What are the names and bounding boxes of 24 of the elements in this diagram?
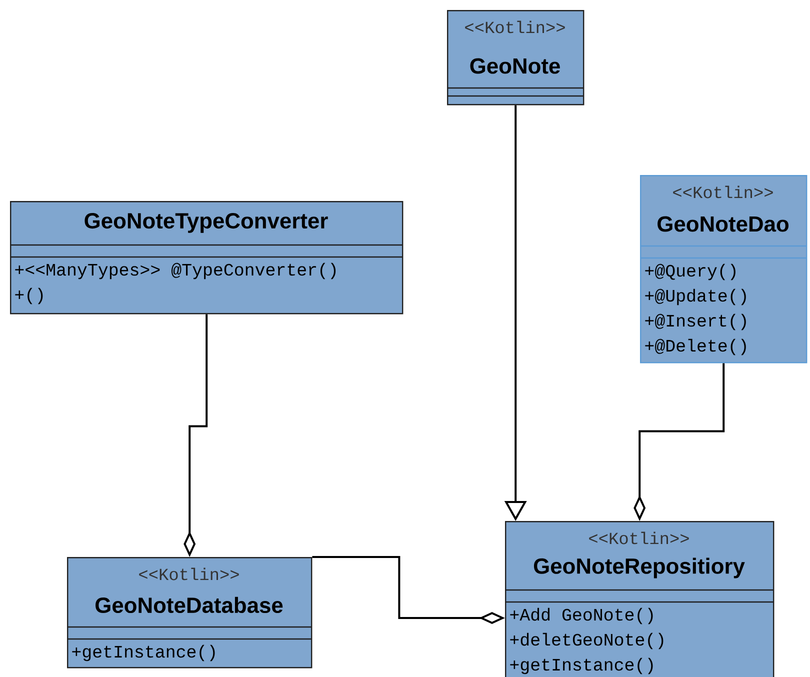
stereotype-label: <<Kotlin>> bbox=[589, 532, 689, 544]
method-text: +getInstance() bbox=[510, 658, 653, 674]
stereotype-label: <<Kotlin>> bbox=[139, 568, 239, 580]
class-box bbox=[447, 10, 584, 106]
class-box bbox=[10, 201, 404, 314]
stereotype-label: <<Kotlin>> bbox=[673, 186, 773, 198]
method-text: +@Query() bbox=[645, 264, 736, 280]
method-text: +@Update() bbox=[645, 288, 746, 306]
class-name: GeoNoteDao bbox=[658, 216, 788, 232]
class-box bbox=[640, 175, 808, 364]
class-name: GeoNote bbox=[470, 58, 560, 74]
method-text: +getInstance() bbox=[72, 644, 215, 662]
class-box bbox=[505, 521, 774, 677]
stereotype-label: <<Kotlin>> bbox=[465, 20, 565, 34]
method-text: +@Insert() bbox=[645, 314, 746, 330]
method-text: +@Delete() bbox=[645, 338, 746, 356]
class-name: GeoNoteTypeConverter bbox=[84, 213, 328, 233]
method-text: +() bbox=[15, 288, 43, 304]
class-box bbox=[67, 557, 312, 668]
method-text: +Add GeoNote() bbox=[510, 608, 653, 624]
class-name: GeoNoteRepositiory bbox=[534, 558, 745, 578]
class-name: GeoNoteDatabase bbox=[96, 596, 283, 614]
method-text: +deletGeoNote() bbox=[510, 632, 664, 650]
method-text: +<<ManyTypes>> @TypeConverter() bbox=[15, 262, 336, 280]
